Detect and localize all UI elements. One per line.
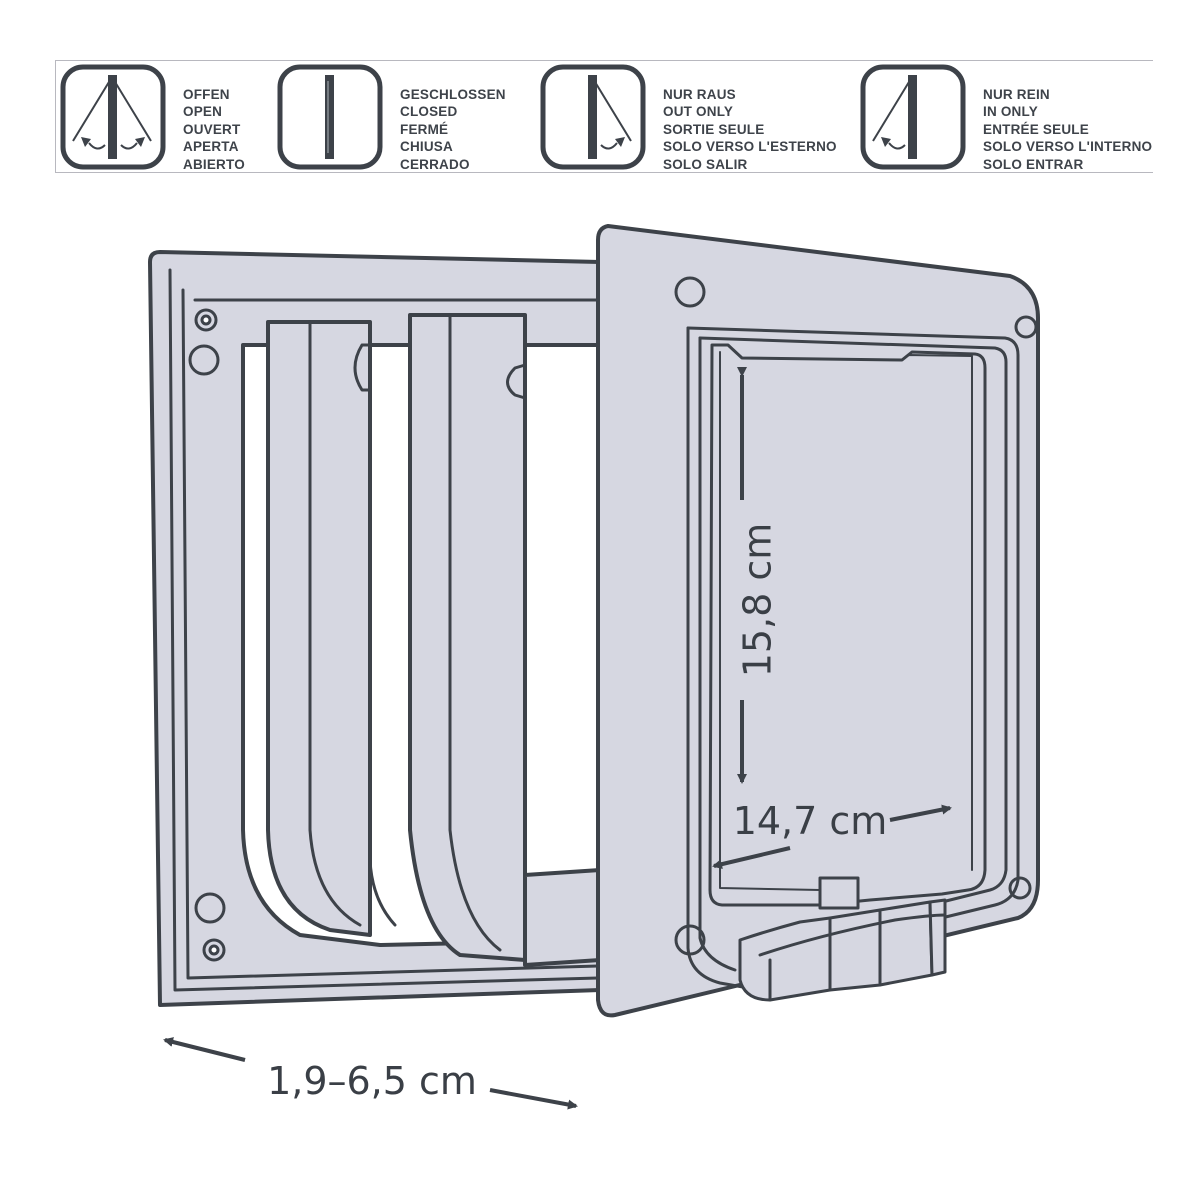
flap-hinge bbox=[738, 898, 947, 1002]
mode-legend: OFFEN OPEN OUVERT APERTA ABIERTO GESCHLO… bbox=[55, 60, 1153, 173]
label-es: CERRADO bbox=[400, 156, 470, 172]
flap-open-icon bbox=[60, 64, 166, 170]
label-de: GESCHLOSSEN bbox=[400, 87, 506, 102]
label-de: NUR REIN bbox=[983, 87, 1050, 102]
flap-latch bbox=[818, 876, 860, 910]
label-fr: FERMÉ bbox=[400, 121, 449, 137]
tunnel-depth-dimension bbox=[163, 1037, 578, 1110]
mode-open-labels: OFFEN OPEN OUVERT APERTA ABIERTO bbox=[183, 86, 245, 173]
label-en: CLOSED bbox=[400, 104, 458, 120]
label-it: APERTA bbox=[183, 139, 239, 155]
front-frame-bezel bbox=[686, 326, 1020, 992]
label-it: CHIUSA bbox=[400, 139, 453, 155]
flap-closed-icon bbox=[277, 64, 383, 170]
label-es: ABIERTO bbox=[183, 156, 245, 172]
label-de: NUR RAUS bbox=[663, 87, 736, 102]
tunnel-depth-label: 1,9–6,5 cm bbox=[267, 1059, 477, 1103]
label-es: SOLO ENTRAR bbox=[983, 156, 1084, 172]
back-frame-screws bbox=[188, 308, 226, 962]
width-label: 14,7 cm bbox=[733, 799, 888, 843]
label-en: OUT ONLY bbox=[663, 104, 734, 120]
label-es: SOLO SALIR bbox=[663, 156, 748, 172]
tunnel-extension bbox=[266, 313, 602, 967]
label-en: OPEN bbox=[183, 104, 223, 120]
flap-in-only-icon bbox=[860, 64, 966, 170]
label-fr: SORTIE SEULE bbox=[663, 121, 765, 137]
label-en: IN ONLY bbox=[983, 104, 1038, 120]
flap-out-only-icon bbox=[540, 64, 646, 170]
width-dimension bbox=[712, 804, 952, 870]
label-fr: OUVERT bbox=[183, 121, 241, 137]
label-it: SOLO VERSO L'ESTERNO bbox=[663, 139, 837, 155]
flap-inner-edge-top bbox=[741, 354, 973, 871]
mode-out-only-labels: NUR RAUS OUT ONLY SORTIE SEULE SOLO VERS… bbox=[663, 86, 837, 173]
label-de: OFFEN bbox=[183, 87, 230, 102]
height-label: 15,8 cm bbox=[736, 523, 780, 678]
label-fr: ENTRÉE SEULE bbox=[983, 121, 1089, 137]
mode-in-only-labels: NUR REIN IN ONLY ENTRÉE SEULE SOLO VERSO… bbox=[983, 86, 1152, 173]
mode-closed-labels: GESCHLOSSEN CLOSED FERMÉ CHIUSA CERRADO bbox=[400, 86, 506, 173]
flap-door bbox=[708, 343, 987, 907]
label-it: SOLO VERSO L'INTERNO bbox=[983, 139, 1153, 155]
flap-inner-edge bbox=[719, 351, 821, 891]
